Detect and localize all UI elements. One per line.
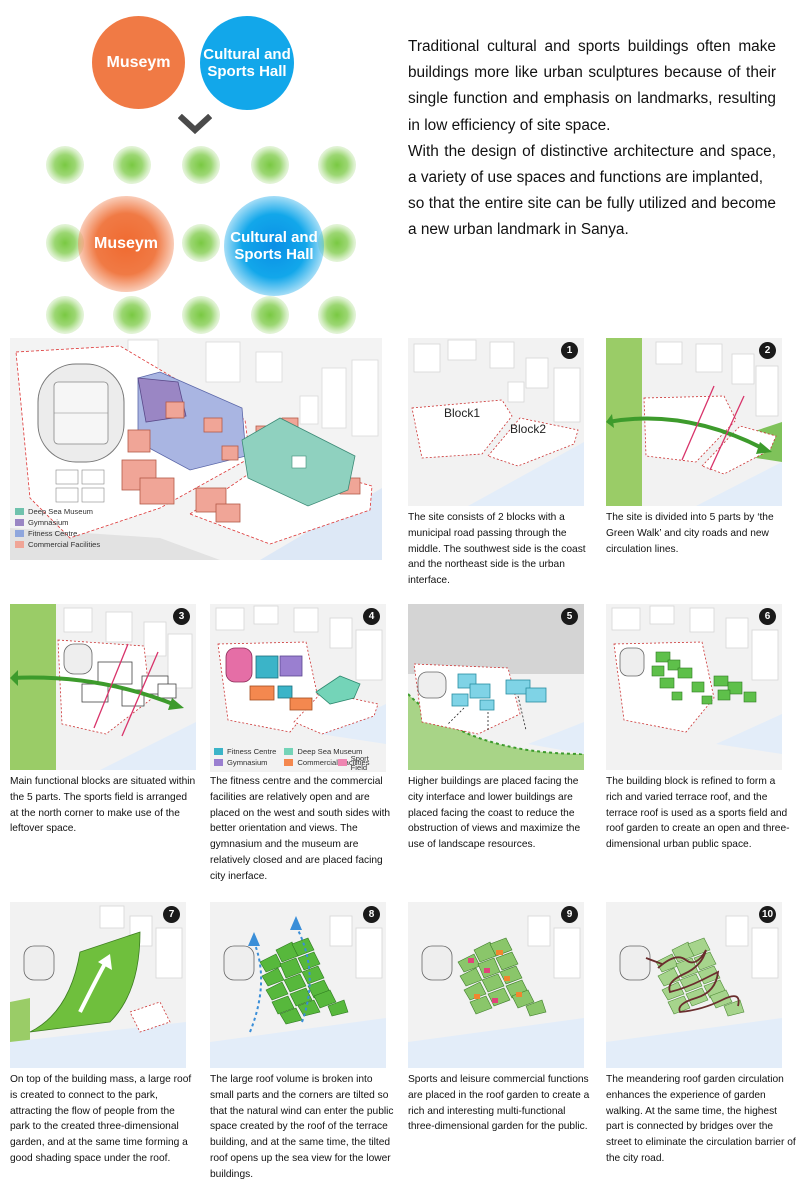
step-10-diagram: 10 — [606, 902, 782, 1068]
step-10-caption: The meandering roof garden circulation e… — [606, 1074, 796, 1164]
legend-swatch — [214, 748, 223, 755]
legend-item-gymnasium: Gymnasium — [15, 517, 100, 528]
step-number-badge: 4 — [363, 608, 380, 625]
step-number-badge: 1 — [561, 342, 578, 359]
site-plan-axonometric: Deep Sea Museum Gymnasium Fitness Centre… — [10, 338, 382, 560]
green-dot — [182, 146, 220, 184]
step-number-badge: 3 — [173, 608, 190, 625]
legend-item-sport-field: Sport Field — [338, 754, 386, 772]
step-number-badge: 10 — [759, 906, 776, 923]
intro-paragraph-3: so that the entire site can be fully uti… — [408, 195, 776, 239]
step-number-badge: 7 — [163, 906, 180, 923]
legend-item-gymnasium: Gymnasium — [214, 757, 276, 768]
step-number-badge: 2 — [759, 342, 776, 359]
block1-label: Block1 — [444, 406, 481, 420]
legend-swatch — [15, 530, 24, 537]
legend-swatch — [214, 759, 223, 766]
site-plan-legend: Deep Sea Museum Gymnasium Fitness Centre… — [15, 506, 100, 550]
intro-text: Traditional cultural and sports building… — [408, 34, 776, 244]
step-7-caption: On top of the building mass, a large roo… — [10, 1074, 192, 1164]
step-number-badge: 5 — [561, 608, 578, 625]
legend-swatch — [284, 759, 294, 766]
museum-label: Museym — [106, 53, 171, 71]
museum-circle: Museym — [92, 16, 185, 109]
step-9-diagram: 9 — [408, 902, 584, 1068]
step-3-caption: Main functional blocks are situated with… — [10, 776, 196, 835]
sports-hall-label-line2: Sports Hall — [234, 246, 314, 263]
legend-item-deep-sea-museum: Deep Sea Museum — [15, 506, 100, 517]
step-8-caption: The large roof volume is broken into sma… — [210, 1074, 394, 1180]
step-4-diagram: Fitness Centre Deep Sea Museum Gymnasium… — [210, 604, 386, 772]
step-5-diagram: 5 — [408, 604, 584, 770]
legend-item-deep-sea-museum: Deep Sea Museum — [284, 746, 369, 757]
step-9-caption: Sports and leisure commercial functions … — [408, 1074, 590, 1133]
step-4-legend: Fitness Centre Deep Sea Museum Gymnasium… — [214, 746, 370, 768]
legend-item-fitness-centre: Fitness Centre — [214, 746, 276, 757]
step-3-diagram: 3 — [10, 604, 196, 770]
step-number-badge: 9 — [561, 906, 578, 923]
intro-paragraph-2: With the design of distinctive architect… — [408, 142, 776, 187]
legend-swatch — [338, 759, 347, 766]
step-number-badge: 8 — [363, 906, 380, 923]
green-dot — [182, 224, 220, 262]
step-7-diagram: 7 — [10, 902, 186, 1068]
green-dot — [113, 296, 151, 334]
museum-label: Museym — [93, 235, 159, 252]
legend-swatch — [15, 519, 24, 526]
step-8-diagram: 8 — [210, 902, 386, 1068]
step-5-caption: Higher buildings are placed facing the c… — [408, 776, 581, 851]
sports-hall-label-line2: Sports Hall — [207, 63, 287, 80]
green-dot — [46, 146, 84, 184]
legend-swatch — [284, 748, 294, 755]
green-dot — [318, 296, 356, 334]
green-dot — [113, 146, 151, 184]
down-arrow-icon — [178, 114, 212, 135]
step-number-badge: 6 — [759, 608, 776, 625]
block2-label: Block2 — [510, 422, 547, 436]
step-1-diagram: Block1 Block2 1 — [408, 338, 584, 506]
step-6-caption: The building block is refined to form a … — [606, 776, 790, 851]
green-dot — [46, 296, 84, 334]
legend-item-commercial-facilities: Commercial Facilities — [284, 757, 370, 768]
sports-hall-label-line1: Cultural and — [203, 46, 291, 63]
green-dot — [251, 146, 289, 184]
intro-paragraph-1: Traditional cultural and sports building… — [408, 38, 776, 134]
step-6-diagram: 6 — [606, 604, 782, 770]
step-2-diagram: 2 — [606, 338, 782, 506]
green-dot — [251, 296, 289, 334]
legend-item-commercial-facilities: Commercial Facilities — [15, 539, 100, 550]
legend-swatch — [15, 508, 24, 515]
legend-item-fitness-centre: Fitness Centre — [15, 528, 100, 539]
step-4-caption: The fitness centre and the commercial fa… — [210, 776, 391, 882]
green-dot — [318, 224, 356, 262]
step-1-caption: The site consists of 2 blocks with a mun… — [408, 512, 586, 587]
step-2-caption: The site is divided into 5 parts by ‘the… — [606, 512, 774, 555]
sports-hall-label-line1: Cultural and — [230, 229, 318, 246]
green-dot — [318, 146, 356, 184]
green-dot — [46, 224, 84, 262]
green-dot — [182, 296, 220, 334]
museum-circle-blurred: Museym — [78, 196, 174, 292]
legend-swatch — [15, 541, 24, 548]
